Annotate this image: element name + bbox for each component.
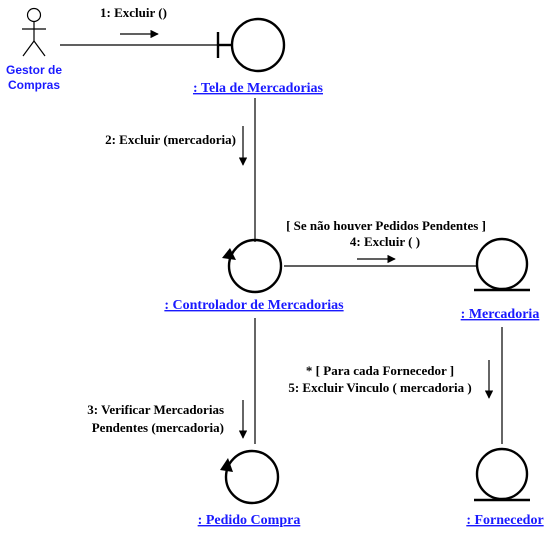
object-label-fornecedor: : Fornecedor [466,513,543,528]
message-2: 2: Excluir (mercadoria) [105,126,248,166]
object-label-mercadoria: : Mercadoria [461,307,540,322]
message-2-label: 2: Excluir (mercadoria) [105,132,236,147]
control-controlador-de-mercadorias[interactable]: : Controlador de Mercadorias [164,238,344,313]
actor-label-line1: Gestor de [6,63,62,77]
control-icon [222,238,283,294]
boundary-icon [216,17,286,73]
actor-icon [22,7,46,57]
message-4-label: 4: Excluir ( ) [350,234,420,249]
actor-gestor-de-compras[interactable]: Gestor de Compras [6,7,62,93]
message-3: 3: Verificar Mercadorias Pendentes (merc… [87,400,248,439]
message-5: * [ Para cada Fornecedor ] 5: Excluir Vi… [288,360,494,399]
message-5-label: 5: Excluir Vinculo ( mercadoria ) [288,380,471,395]
control-icon [220,449,280,505]
entity-mercadoria[interactable]: : Mercadoria [461,237,540,322]
entity-icon [474,237,530,292]
message-1-label: 1: Excluir () [100,5,167,20]
control-pedido-compra[interactable]: : Pedido Compra [198,449,301,528]
message-4-guard: [ Se não houver Pedidos Pendentes ] [286,218,486,233]
message-3-label-line1: 3: Verificar Mercadorias [87,402,224,417]
object-label-pedido: : Pedido Compra [198,513,301,528]
object-label-controlador: : Controlador de Mercadorias [164,298,344,313]
message-5-guard: * [ Para cada Fornecedor ] [306,363,454,378]
actor-label-line2: Compras [8,78,60,92]
message-4: [ Se não houver Pedidos Pendentes ] 4: E… [286,218,486,264]
object-label-tela: : Tela de Mercadorias [193,81,324,96]
message-3-label-line2: Pendentes (mercadoria) [92,420,224,435]
message-1: 1: Excluir () [100,5,167,39]
entity-fornecedor[interactable]: : Fornecedor [466,447,544,528]
entity-icon [474,447,530,502]
boundary-tela-de-mercadorias[interactable]: : Tela de Mercadorias [193,17,324,96]
